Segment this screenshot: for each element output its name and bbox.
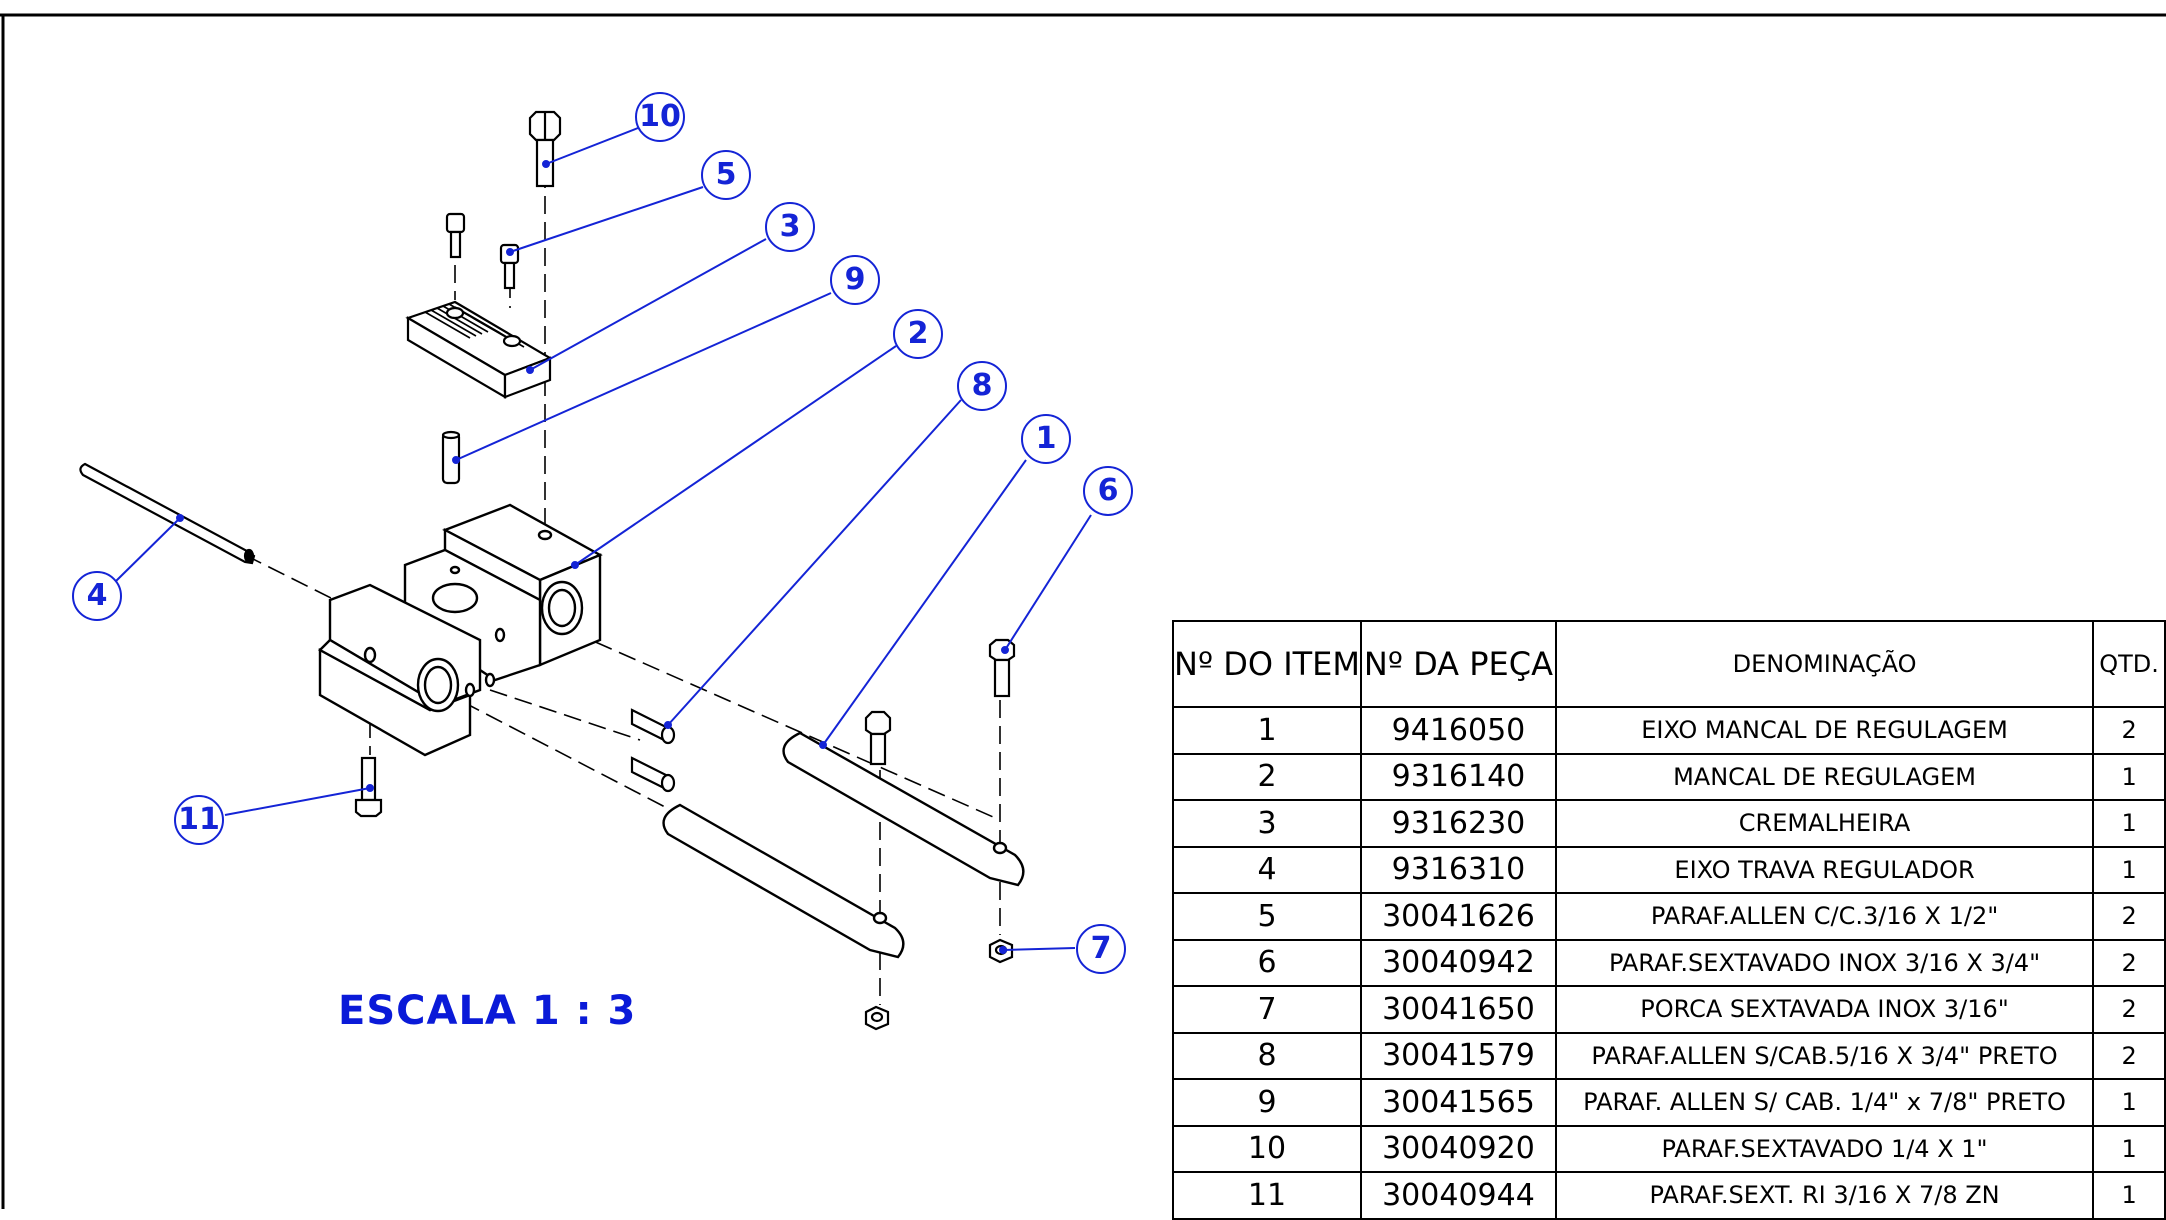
part-description: PARAF.SEXTAVADO 1/4 X 1" — [1554, 1124, 2095, 1173]
scale-label: ESCALA 1 : 3 — [338, 988, 637, 1034]
bom-header-row: Nº DO ITEM Nº DA PEÇA DENOMINAÇÃO QTD. — [1172, 620, 2166, 708]
balloon-item-2: 2 — [893, 309, 943, 359]
header-quantity: QTD. — [2092, 620, 2166, 708]
bill-of-materials-table: Nº DO ITEM Nº DA PEÇA DENOMINAÇÃO QTD. 1… — [1172, 620, 2166, 1220]
part-number: 30040920 — [1360, 1124, 1557, 1173]
header-item-number: Nº DO ITEM — [1172, 620, 1362, 708]
part-porca-sextavada — [864, 938, 1014, 1031]
part-cremalheira — [405, 300, 553, 399]
part-paraf-sextavado-10 — [528, 110, 562, 188]
balloon-item-4: 4 — [72, 571, 122, 621]
item-number: 10 — [1172, 1124, 1362, 1173]
item-number: 4 — [1172, 845, 1362, 894]
part-number: 30040944 — [1360, 1171, 1557, 1220]
part-description: PARAF. ALLEN S/ CAB. 1/4" x 7/8" PRETO — [1554, 1078, 2095, 1127]
part-description: MANCAL DE REGULAGEM — [1554, 752, 2095, 801]
part-paraf-allen-scab-8 — [630, 708, 676, 793]
quantity: 1 — [2092, 845, 2166, 894]
table-row: 3 9316230 CREMALHEIRA 1 — [1172, 799, 2166, 848]
part-number: 30040942 — [1360, 938, 1557, 987]
table-row: 9 30041565 PARAF. ALLEN S/ CAB. 1/4" x 7… — [1172, 1078, 2166, 1127]
item-number: 7 — [1172, 985, 1362, 1034]
quantity: 2 — [2092, 1031, 2166, 1080]
table-row: 7 30041650 PORCA SEXTAVADA INOX 3/16" 2 — [1172, 985, 2166, 1034]
part-number: 30041565 — [1360, 1078, 1557, 1127]
balloon-leaders — [114, 127, 1092, 954]
table-row: 8 30041579 PARAF.ALLEN S/CAB.5/16 X 3/4"… — [1172, 1031, 2166, 1080]
table-row: 11 30040944 PARAF.SEXT. RI 3/16 X 7/8 ZN… — [1172, 1171, 2166, 1220]
part-description: PORCA SEXTAVADA INOX 3/16" — [1554, 985, 2095, 1034]
table-row: 10 30040920 PARAF.SEXTAVADO 1/4 X 1" 1 — [1172, 1124, 2166, 1173]
part-number: 30041579 — [1360, 1031, 1557, 1080]
part-number: 9316310 — [1360, 845, 1557, 894]
balloon-item-9: 9 — [830, 255, 880, 305]
header-part-number: Nº DA PEÇA — [1360, 620, 1557, 708]
part-description: PARAF.ALLEN C/C.3/16 X 1/2" — [1554, 892, 2095, 941]
part-mancal-de-regulagem — [318, 503, 603, 757]
balloon-item-5: 5 — [701, 150, 751, 200]
part-number: 9416050 — [1360, 706, 1557, 755]
item-number: 1 — [1172, 706, 1362, 755]
part-eixo-trava-regulador — [79, 462, 256, 565]
part-number: 30041626 — [1360, 892, 1557, 941]
balloon-item-11: 11 — [174, 795, 224, 845]
part-description: PARAF.SEXTAVADO INOX 3/16 X 3/4" — [1554, 938, 2095, 987]
quantity: 1 — [2092, 1078, 2166, 1127]
part-description: EIXO TRAVA REGULADOR — [1554, 845, 2095, 894]
quantity: 1 — [2092, 799, 2166, 848]
table-row: 5 30041626 PARAF.ALLEN C/C.3/16 X 1/2" 2 — [1172, 892, 2166, 941]
balloon-item-7: 7 — [1076, 924, 1126, 974]
item-number: 3 — [1172, 799, 1362, 848]
quantity: 2 — [2092, 892, 2166, 941]
item-number: 6 — [1172, 938, 1362, 987]
table-row: 2 9316140 MANCAL DE REGULAGEM 1 — [1172, 752, 2166, 801]
balloon-item-10: 10 — [635, 92, 685, 142]
quantity: 1 — [2092, 1124, 2166, 1173]
item-number: 5 — [1172, 892, 1362, 941]
quantity: 2 — [2092, 706, 2166, 755]
item-number: 8 — [1172, 1031, 1362, 1080]
part-number: 9316230 — [1360, 799, 1557, 848]
table-row: 6 30040942 PARAF.SEXTAVADO INOX 3/16 X 3… — [1172, 938, 2166, 987]
part-description: PARAF.ALLEN S/CAB.5/16 X 3/4" PRETO — [1554, 1031, 2095, 1080]
part-eixo-mancal — [662, 731, 1025, 959]
part-paraf-allen-scab-9 — [441, 430, 461, 485]
header-description: DENOMINAÇÃO — [1554, 620, 2095, 708]
item-number: 11 — [1172, 1171, 1362, 1220]
quantity: 1 — [2092, 1171, 2166, 1220]
balloon-item-6: 6 — [1083, 466, 1133, 516]
item-number: 9 — [1172, 1078, 1362, 1127]
part-description: EIXO MANCAL DE REGULAGEM — [1554, 706, 2095, 755]
quantity: 1 — [2092, 752, 2166, 801]
sheet-border — [0, 13, 2166, 1209]
item-number: 2 — [1172, 752, 1362, 801]
quantity: 2 — [2092, 938, 2166, 987]
balloon-item-1: 1 — [1021, 414, 1071, 464]
part-description: PARAF.SEXT. RI 3/16 X 7/8 ZN — [1554, 1171, 2095, 1220]
quantity: 2 — [2092, 985, 2166, 1034]
explosion-lines — [244, 170, 1001, 1005]
balloon-item-8: 8 — [957, 361, 1007, 411]
balloon-item-3: 3 — [765, 202, 815, 252]
table-row: 4 9316310 EIXO TRAVA REGULADOR 1 — [1172, 845, 2166, 894]
part-description: CREMALHEIRA — [1554, 799, 2095, 848]
part-paraf-sextavado-inox — [864, 638, 1016, 766]
part-number: 30041650 — [1360, 985, 1557, 1034]
part-number: 9316140 — [1360, 752, 1557, 801]
table-row: 1 9416050 EIXO MANCAL DE REGULAGEM 2 — [1172, 706, 2166, 755]
